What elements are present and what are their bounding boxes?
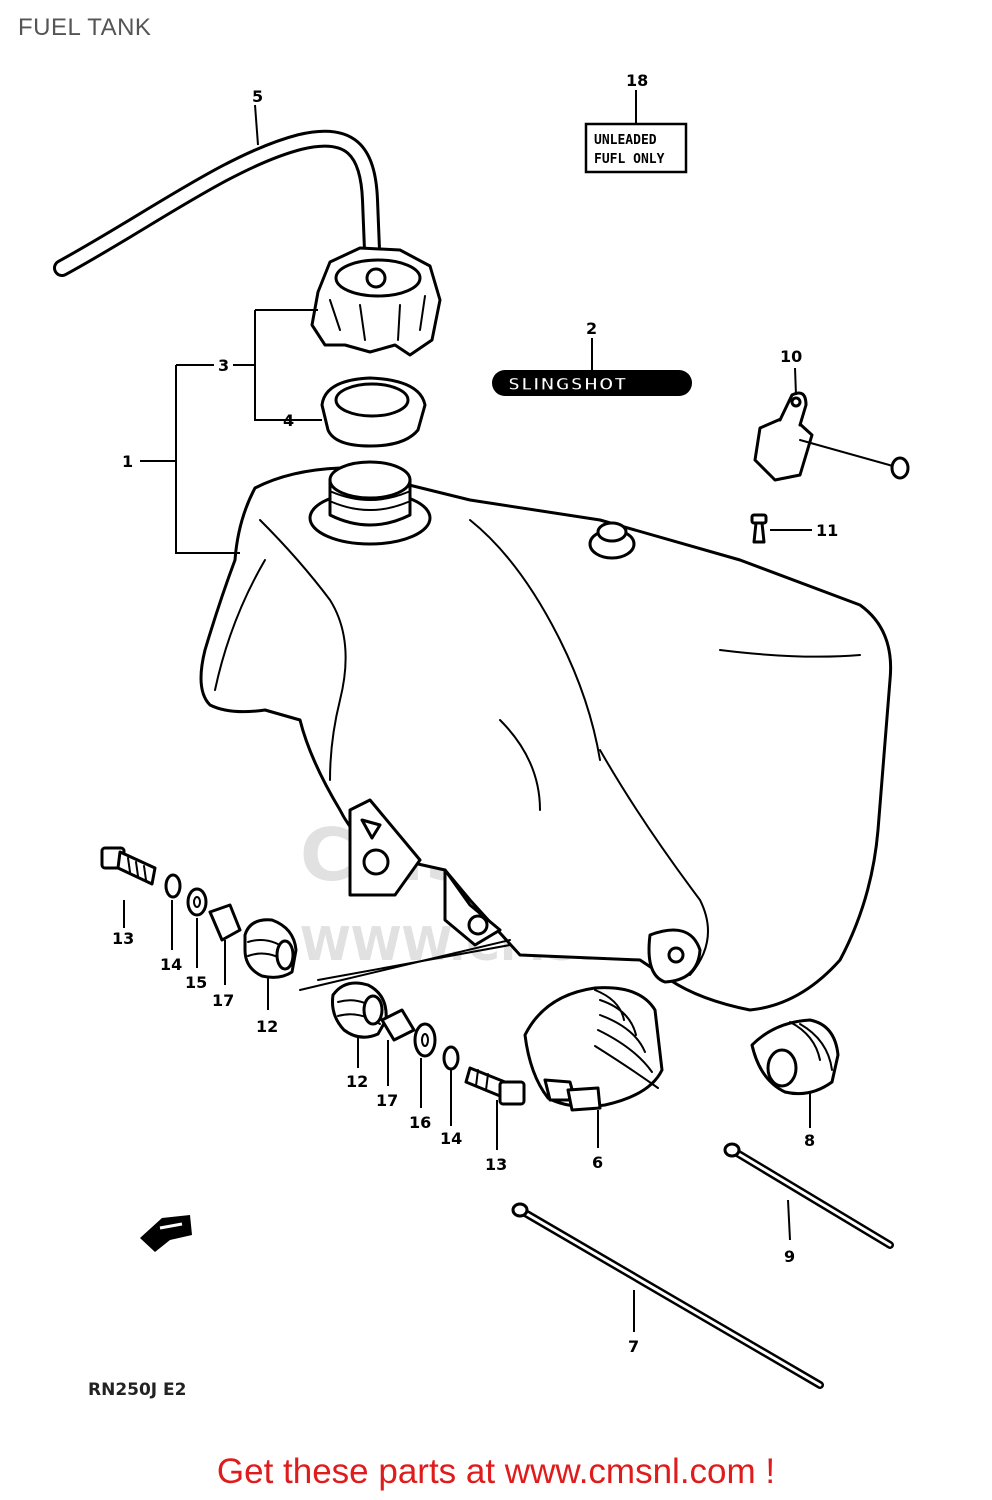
callout-12-left: 12 xyxy=(256,1017,278,1036)
callout-numbers: 5 18 2 10 3 4 1 11 13 14 15 17 12 12 17 … xyxy=(112,71,838,1356)
callout-5: 5 xyxy=(252,87,263,106)
part-7-strap xyxy=(511,1202,824,1389)
part-16-washer xyxy=(413,1022,437,1058)
part-6-cushion xyxy=(523,986,664,1112)
callout-13-right: 13 xyxy=(485,1155,507,1174)
part-17-collar-left xyxy=(208,903,242,942)
forward-arrow-icon xyxy=(140,1215,192,1252)
label-18-line2: FUFL ONLY xyxy=(594,152,665,167)
callout-12-right: 12 xyxy=(346,1072,368,1091)
parts-store-link[interactable]: Get these parts at www.cmsnl.com ! xyxy=(216,1452,776,1491)
part-18-warning-label: UNLEADED FUFL ONLY xyxy=(584,122,688,174)
callout-4: 4 xyxy=(283,411,294,430)
part-13-bolt-left xyxy=(100,846,157,886)
callout-18: 18 xyxy=(626,71,648,90)
part-1-fuel-tank xyxy=(199,460,893,1012)
callout-15: 15 xyxy=(185,973,207,992)
callout-3: 3 xyxy=(218,356,229,375)
part-3-fuel-cap xyxy=(310,246,442,357)
callout-16: 16 xyxy=(409,1113,431,1132)
part-17-collar-right xyxy=(380,1008,416,1042)
part-2-decal: SLINGSHOT xyxy=(492,370,692,396)
callout-2: 2 xyxy=(586,319,597,338)
part-4-cap-gasket xyxy=(320,376,427,448)
callout-14-right: 14 xyxy=(440,1129,462,1148)
callout-10: 10 xyxy=(780,347,802,366)
part-12-grommet-right xyxy=(331,981,388,1039)
part-10-fuel-cock xyxy=(753,391,910,482)
callout-7: 7 xyxy=(628,1337,639,1356)
right-mounting-hardware xyxy=(331,981,526,1106)
label-18-line1: UNLEADED xyxy=(594,133,657,148)
callout-8: 8 xyxy=(804,1131,815,1150)
part-14-washer-right xyxy=(442,1045,460,1071)
part-12-grommet-left xyxy=(243,918,298,979)
model-code: RN250J E2 xyxy=(88,1380,187,1400)
callout-11: 11 xyxy=(816,521,838,540)
left-mounting-hardware xyxy=(100,846,298,979)
part-5-breather-hose xyxy=(53,129,381,277)
part-13-bolt-right xyxy=(464,1066,526,1106)
callout-17-left: 17 xyxy=(212,991,234,1010)
part-15-washer xyxy=(186,887,208,917)
part-11-screw xyxy=(750,513,768,544)
callout-14-left: 14 xyxy=(160,955,182,974)
leader-lines xyxy=(123,90,812,1332)
callout-1: 1 xyxy=(122,452,133,471)
callout-6: 6 xyxy=(592,1153,603,1172)
decal-2-text: SLINGSHOT xyxy=(508,375,627,395)
callout-9: 9 xyxy=(784,1247,795,1266)
part-14-washer-left xyxy=(164,873,182,899)
callout-17-right: 17 xyxy=(376,1091,398,1110)
callout-13-left: 13 xyxy=(112,929,134,948)
page-title: FUEL TANK xyxy=(18,14,152,41)
part-9-strap xyxy=(723,1142,894,1249)
part-8-cushion xyxy=(750,1018,840,1096)
